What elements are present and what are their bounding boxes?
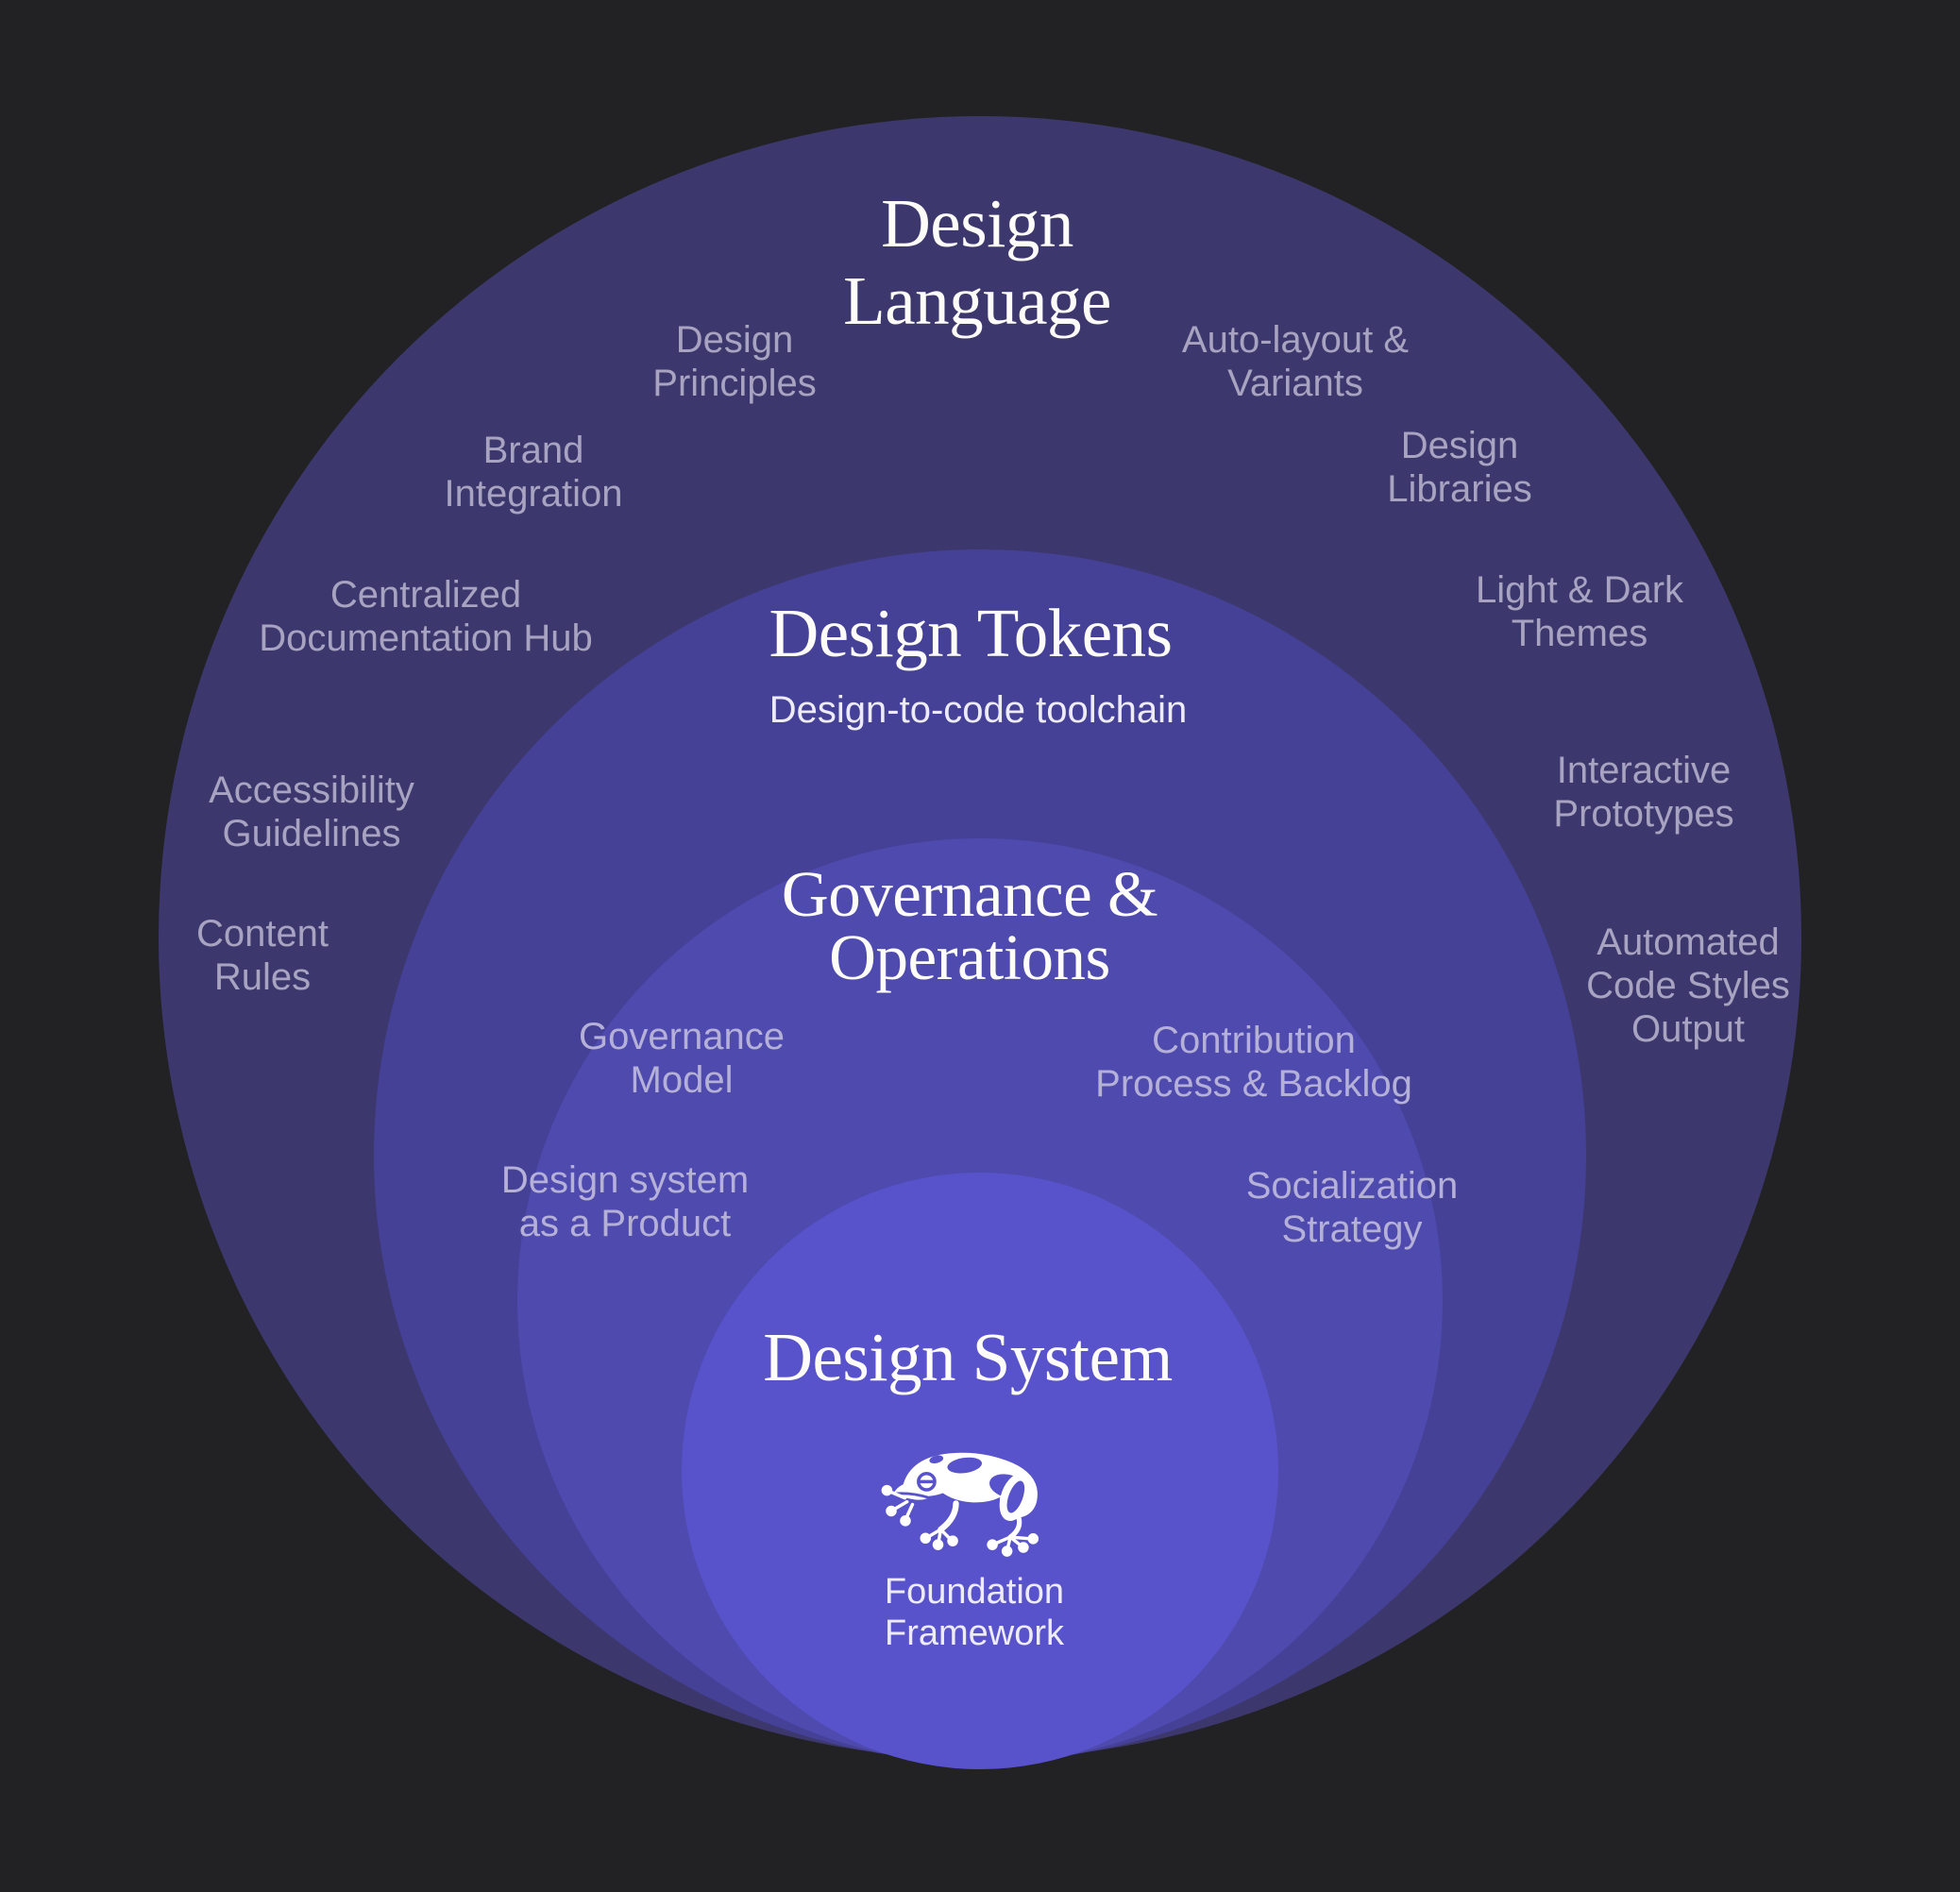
- label-centralized-documentation-hub: Centralized Documentation Hub: [259, 574, 593, 659]
- foundation-framework-label: Foundation Framework: [885, 1571, 1064, 1654]
- governance-operations-title: Governance & Operations: [782, 862, 1158, 990]
- frog-icon: [873, 1422, 1053, 1558]
- design-tokens-title: Design Tokens: [769, 595, 1173, 671]
- design-language-title-line1: Design: [881, 185, 1073, 262]
- label-governance-model: Governance Model: [579, 1016, 785, 1101]
- governance-operations-title-line2: Operations: [829, 921, 1110, 993]
- label-accessibility-guidelines: Accessibility Guidelines: [209, 769, 414, 854]
- design-system-title: Design System: [763, 1319, 1173, 1395]
- label-design-system-as-a-product: Design system as a Product: [500, 1159, 750, 1244]
- label-interactive-prototypes: Interactive Prototypes: [1553, 750, 1734, 835]
- design-language-title-line2: Language: [843, 262, 1111, 339]
- governance-operations-title-line1: Governance &: [781, 858, 1158, 930]
- foundation-framework-line2: Framework: [884, 1613, 1065, 1653]
- label-design-principles: Design Principles: [652, 319, 817, 404]
- design-tokens-subtitle: Design-to-code toolchain: [769, 689, 1188, 731]
- design-language-title: Design Language: [843, 185, 1111, 340]
- label-light-dark-themes: Light & Dark Themes: [1475, 569, 1684, 654]
- label-design-libraries: Design Libraries: [1387, 425, 1532, 510]
- label-automated-code-styles-output: Automated Code Styles Output: [1586, 921, 1790, 1050]
- label-brand-integration: Brand Integration: [444, 430, 623, 515]
- label-contribution-process-backlog: Contribution Process & Backlog: [1095, 1020, 1412, 1105]
- foundation-framework-line1: Foundation: [884, 1572, 1065, 1612]
- label-auto-layout-variants: Auto-layout & Variants: [1181, 319, 1410, 404]
- label-socialization-strategy: Socialization Strategy: [1245, 1165, 1459, 1250]
- label-content-rules: Content Rules: [195, 913, 329, 998]
